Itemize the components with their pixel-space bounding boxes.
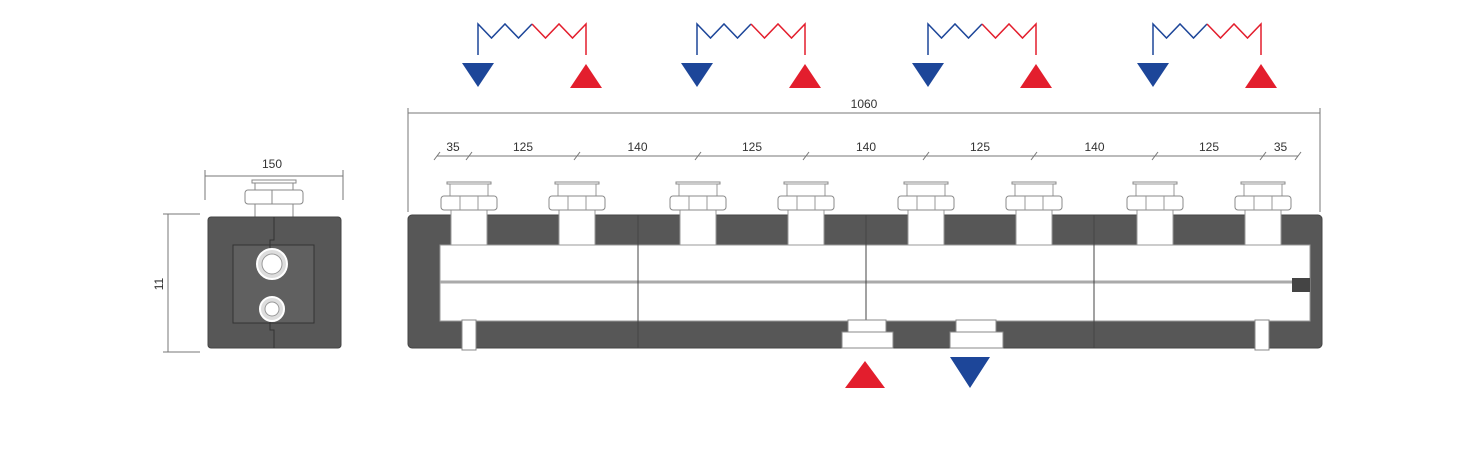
segment-length-label: 125 xyxy=(742,140,762,154)
segment-length-label: 140 xyxy=(1084,140,1104,154)
outlet-port xyxy=(777,181,835,246)
outlet-port xyxy=(1126,181,1184,246)
heating-circuit-symbol xyxy=(1137,22,1277,88)
segment-length-label: 125 xyxy=(513,140,533,154)
total-length-label: 1060 xyxy=(851,97,878,111)
supply-down-arrow-icon xyxy=(462,63,494,87)
return-up-arrow-icon xyxy=(1245,64,1277,88)
return-up-arrow-icon xyxy=(570,64,602,88)
main-connection-hot xyxy=(841,331,894,349)
outlet-port xyxy=(440,181,498,246)
outlet-port xyxy=(1234,181,1292,246)
return-up-arrow-icon xyxy=(1020,64,1052,88)
segment-length-label: 35 xyxy=(446,140,460,154)
main-flow-down-arrow-icon xyxy=(950,357,990,388)
outlet-port xyxy=(897,181,955,246)
segment-length-label: 35 xyxy=(1274,140,1288,154)
heating-circuit-symbol xyxy=(912,22,1052,88)
return-up-arrow-icon xyxy=(789,64,821,88)
heating-circuit-symbol xyxy=(681,22,821,88)
side-view: 150 11 xyxy=(152,157,344,353)
side-height-label: 11 xyxy=(152,277,166,290)
supply-down-arrow-icon xyxy=(681,63,713,87)
outlet-port xyxy=(669,181,727,246)
main-connection-cold xyxy=(949,331,1004,349)
main-flow-up-arrow-icon xyxy=(845,361,885,388)
outlet-port xyxy=(1005,181,1063,246)
outlet-port xyxy=(548,181,606,246)
side-width-label: 150 xyxy=(262,157,282,171)
segment-length-label: 140 xyxy=(856,140,876,154)
segment-length-label: 140 xyxy=(627,140,647,154)
front-view: 1060 35 125 140 125 140 125 140 125 35 xyxy=(407,97,1323,388)
drain-port xyxy=(461,319,477,351)
segment-length-label: 125 xyxy=(970,140,990,154)
vent-port xyxy=(1254,319,1270,351)
heating-circuit-symbol xyxy=(462,22,602,88)
supply-down-arrow-icon xyxy=(1137,63,1169,87)
supply-down-arrow-icon xyxy=(912,63,944,87)
segment-length-label: 125 xyxy=(1199,140,1219,154)
